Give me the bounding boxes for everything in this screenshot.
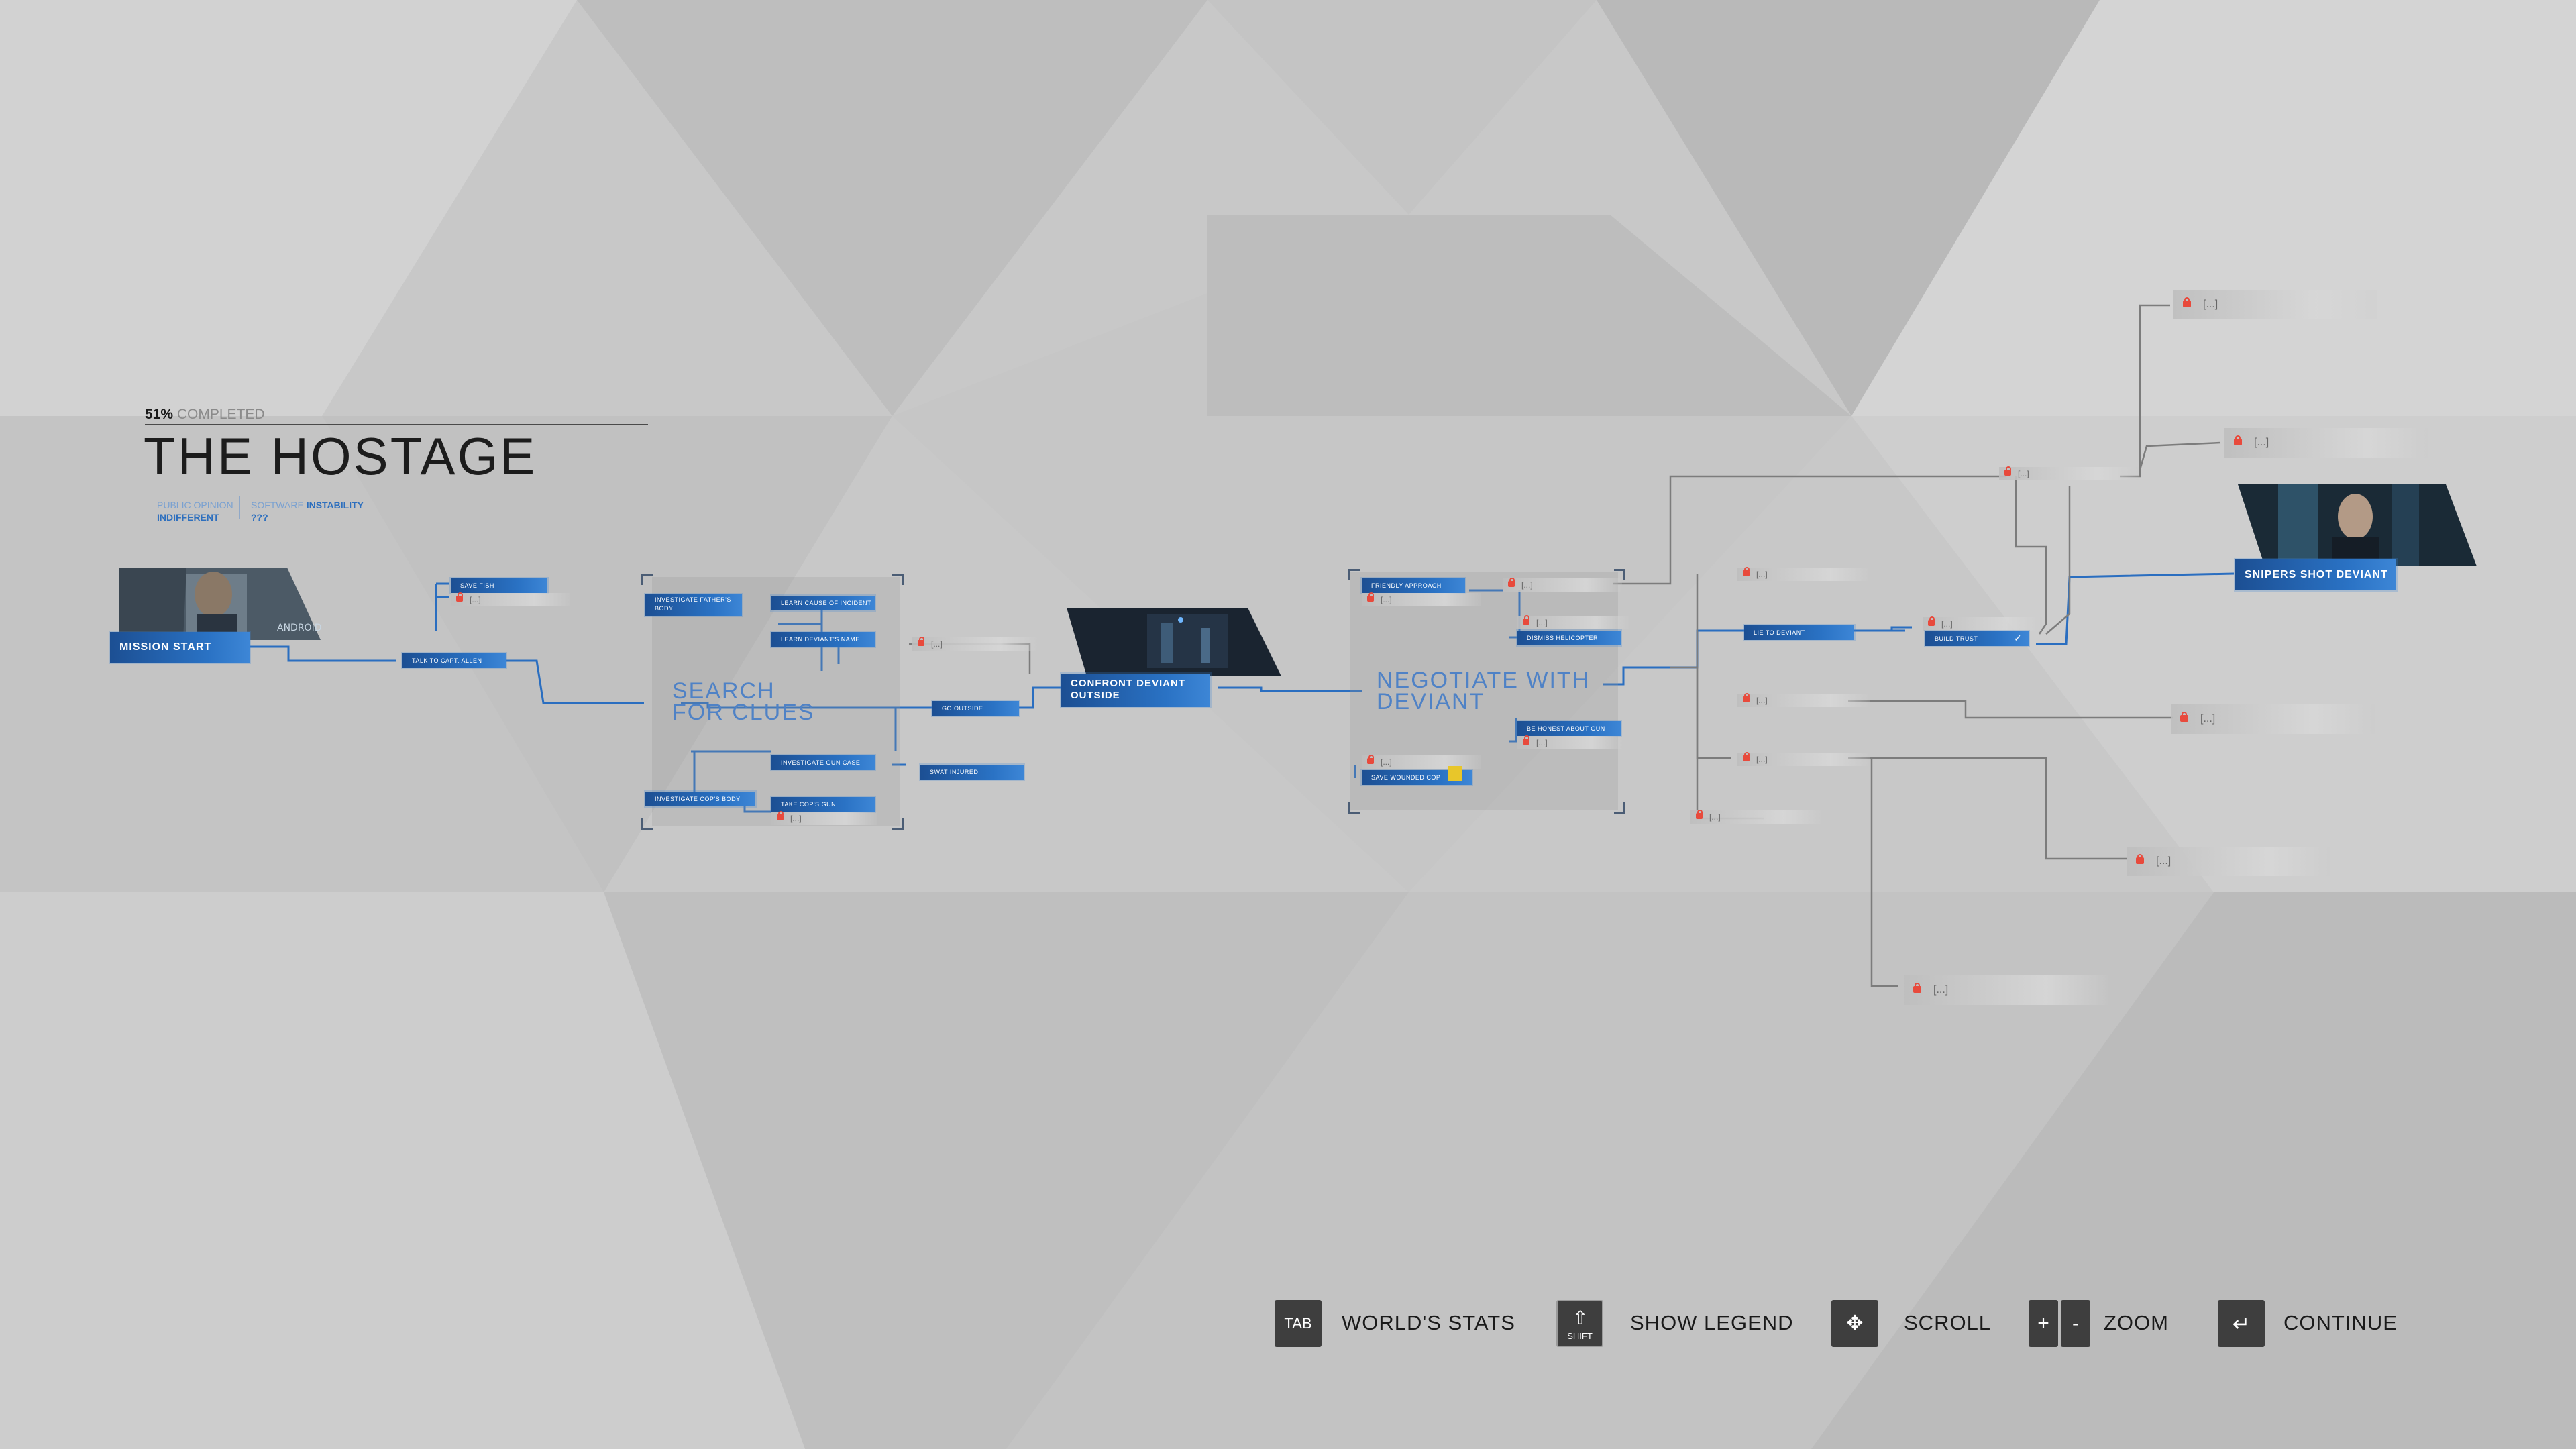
- lock-icon: [1743, 752, 1750, 761]
- learn-deviants-name-node[interactable]: LEARN DEVIANT'S NAME: [771, 632, 875, 647]
- friendly-approach-node[interactable]: FRIENDLY APPROACH: [1362, 578, 1465, 593]
- locked-node: [...]: [1737, 693, 1870, 707]
- enter-key[interactable]: ↵: [2218, 1300, 2265, 1347]
- lie-to-deviant-node[interactable]: LIE TO DEVIANT: [1744, 625, 1854, 640]
- locked-node: [...]: [1737, 567, 1870, 581]
- checkmark-icon: ✓: [2014, 633, 2022, 643]
- software-instability-stat: SOFTWARE INSTABILITY ???: [251, 500, 364, 523]
- locked-ending-node: [...]: [2127, 847, 2330, 876]
- locked-node: [...]: [1503, 578, 1622, 592]
- lock-icon: [1928, 616, 1935, 626]
- talk-to-capt-allen-node[interactable]: TALK TO CAPT. ALLEN: [402, 653, 506, 668]
- zoom-plus-key[interactable]: +: [2029, 1300, 2058, 1347]
- swat-injured-node[interactable]: SWAT INJURED: [920, 765, 1024, 780]
- lock-icon: [1367, 592, 1374, 602]
- chapter-title: THE HOSTAGE: [144, 427, 537, 486]
- locked-ending-node: [...]: [2174, 290, 2377, 319]
- lock-icon: [2180, 712, 2188, 722]
- scroll-key[interactable]: ✥: [1831, 1300, 1878, 1347]
- locked-node: [...]: [1517, 615, 1630, 629]
- save-wounded-cop-node[interactable]: SAVE WOUNDED COP: [1362, 770, 1472, 785]
- confront-deviant-outside-node[interactable]: CONFRONT DEVIANT OUTSIDE: [1061, 674, 1210, 707]
- continue-label[interactable]: CONTINUE: [2284, 1311, 2398, 1334]
- bracket: [892, 574, 904, 585]
- search-for-clues-title: SEARCH FOR CLUES: [672, 678, 815, 725]
- lock-icon: [1523, 735, 1529, 745]
- investigate-cops-body-node[interactable]: INVESTIGATE COP'S BODY: [645, 792, 755, 806]
- confront-deviant-thumbnail[interactable]: [1067, 608, 1281, 676]
- mission-start-thumbnail[interactable]: ANDROID: [119, 568, 321, 640]
- lock-icon: [2004, 466, 2011, 476]
- investigate-fathers-body-node[interactable]: INVESTIGATE FATHER'S BODY: [645, 594, 742, 616]
- bracket: [1614, 802, 1625, 814]
- lock-icon: [918, 637, 924, 646]
- lock-icon: [1743, 693, 1750, 702]
- lock-icon: [1743, 567, 1750, 576]
- search-for-clues-region: [652, 577, 900, 826]
- be-honest-about-gun-node[interactable]: BE HONEST ABOUT GUN: [1517, 721, 1621, 736]
- bracket: [641, 574, 653, 585]
- lock-icon: [1913, 983, 1921, 993]
- locked-node: [...]: [912, 637, 1038, 651]
- lock-icon: [2136, 854, 2144, 864]
- lock-icon: [1523, 615, 1529, 625]
- android-label: ANDROID: [277, 623, 321, 633]
- lock-icon: [456, 592, 463, 602]
- build-trust-node[interactable]: BUILD TRUST: [1925, 631, 2029, 646]
- negotiate-with-deviant-title: NEGOTIATE WITH DEVIANT: [1377, 667, 1591, 714]
- snipers-shot-deviant-thumbnail[interactable]: [2238, 484, 2477, 566]
- go-outside-node[interactable]: GO OUTSIDE: [932, 701, 1019, 716]
- locked-node: [...]: [1517, 735, 1623, 749]
- tab-key[interactable]: TAB: [1275, 1300, 1322, 1347]
- locked-ending-node: [...]: [2224, 428, 2428, 458]
- dismiss-helicopter-node[interactable]: DISMISS HELICOPTER: [1517, 631, 1621, 645]
- bracket: [641, 818, 653, 830]
- shift-arrow-icon: ⇧: [1572, 1307, 1589, 1328]
- locked-ending-node: [...]: [1904, 975, 2108, 1005]
- lock-icon: [2234, 435, 2242, 445]
- locked-node: [...]: [1999, 466, 2139, 480]
- zoom-minus-key[interactable]: -: [2061, 1300, 2090, 1347]
- locked-node: [...]: [771, 811, 877, 825]
- learn-cause-of-incident-node[interactable]: LEARN CAUSE OF INCIDENT: [771, 596, 875, 610]
- locked-node: [...]: [1737, 752, 1870, 766]
- locked-node: [...]: [1362, 755, 1481, 769]
- public-opinion-stat: PUBLIC OPINION INDIFFERENT: [157, 500, 233, 523]
- locked-node: [...]: [1362, 592, 1481, 606]
- mission-start-node[interactable]: MISSION START: [110, 632, 250, 663]
- locked-node: [...]: [1923, 616, 2042, 631]
- completion-percent: 51% COMPLETED: [145, 407, 265, 422]
- bracket: [1348, 802, 1360, 814]
- bracket: [892, 818, 904, 830]
- shift-key[interactable]: ⇧ SHIFT: [1556, 1300, 1603, 1347]
- bracket: [1614, 569, 1625, 580]
- investigate-gun-case-node[interactable]: INVESTIGATE GUN CASE: [771, 755, 875, 770]
- lock-icon: [1696, 810, 1703, 819]
- take-cops-gun-node[interactable]: TAKE COP'S GUN: [771, 797, 875, 812]
- negotiate-region: [1350, 572, 1618, 810]
- show-legend-label[interactable]: SHOW LEGEND: [1630, 1311, 1794, 1334]
- header-divider: [145, 424, 648, 425]
- snipers-shot-deviant-node[interactable]: SNIPERS SHOT DEVIANT: [2235, 559, 2396, 590]
- locked-ending-node: [...]: [2171, 704, 2375, 734]
- locked-node: [...]: [451, 592, 570, 606]
- lock-icon: [777, 811, 784, 820]
- zoom-label[interactable]: ZOOM: [2104, 1311, 2169, 1334]
- trophy-icon: [1448, 766, 1462, 781]
- bracket: [1348, 569, 1360, 580]
- lock-icon: [2183, 297, 2191, 307]
- locked-node: [...]: [1690, 810, 1823, 824]
- lock-icon: [1367, 755, 1374, 764]
- scroll-label[interactable]: SCROLL: [1904, 1311, 1992, 1334]
- lock-icon: [1508, 578, 1515, 587]
- stat-divider: [239, 496, 240, 519]
- worlds-stats-label[interactable]: WORLD'S STATS: [1342, 1311, 1515, 1334]
- save-fish-node[interactable]: SAVE FISH: [451, 578, 547, 593]
